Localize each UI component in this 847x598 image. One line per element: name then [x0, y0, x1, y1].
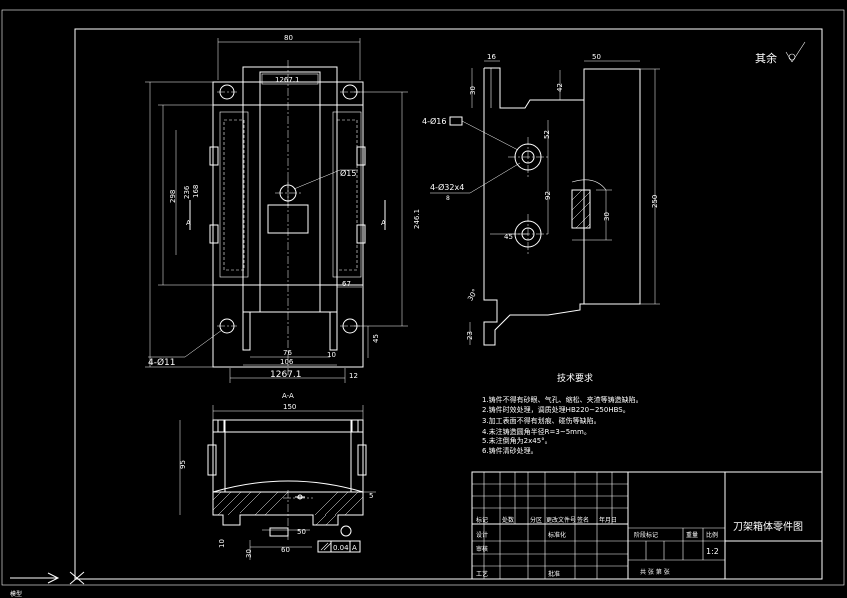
svg-text:92: 92 [544, 191, 552, 200]
svg-text:4-Ø11: 4-Ø11 [148, 357, 176, 368]
section-view: A-A 150 9 [179, 392, 376, 560]
svg-text:60: 60 [281, 546, 290, 554]
svg-text:10: 10 [327, 351, 336, 359]
svg-text:16: 16 [487, 53, 496, 61]
svg-text:12: 12 [349, 372, 358, 380]
svg-text:250: 250 [651, 195, 659, 208]
datum-symbol-icon [295, 494, 305, 500]
sheet-outer-border [1, 9, 845, 586]
svg-text:95: 95 [179, 460, 187, 469]
svg-text:236: 236 [183, 185, 191, 199]
svg-text:30: 30 [469, 86, 477, 95]
svg-text:298: 298 [169, 190, 177, 203]
svg-text:246.1: 246.1 [413, 209, 421, 229]
svg-text:1267.1: 1267.1 [270, 370, 302, 380]
svg-text:10: 10 [218, 539, 226, 548]
svg-text:A: A [186, 219, 191, 227]
svg-text:106: 106 [280, 358, 294, 366]
svg-text:168: 168 [192, 185, 200, 198]
svg-text:4-Ø16: 4-Ø16 [422, 116, 446, 126]
svg-text:处数: 处数 [502, 516, 514, 524]
svg-text:50: 50 [592, 53, 601, 61]
svg-text:30: 30 [603, 212, 611, 221]
svg-text:8: 8 [446, 195, 450, 202]
svg-text:4.未注铸造圆角半径R=3~5mm。: 4.未注铸造圆角半径R=3~5mm。 [482, 427, 591, 436]
svg-text:工艺: 工艺 [476, 570, 488, 578]
svg-text:设计: 设计 [476, 531, 488, 539]
svg-text:1:2: 1:2 [706, 547, 719, 556]
ucs-icon [10, 571, 85, 585]
svg-text:2.铸件时效处理，调质处理HB220~250HBS。: 2.铸件时效处理，调质处理HB220~250HBS。 [482, 405, 630, 414]
svg-text:3.加工表面不得有划痕、碰伤等缺陷。: 3.加工表面不得有划痕、碰伤等缺陷。 [482, 416, 601, 425]
front-view: 1267.1 80 298 236 168 A A 246.1 Ø15 67 [145, 34, 421, 383]
svg-text:30°: 30° [466, 288, 479, 303]
svg-text:年月日: 年月日 [599, 516, 617, 524]
svg-text:签名: 签名 [577, 516, 589, 524]
svg-text:Ø15: Ø15 [340, 168, 356, 178]
svg-text:50: 50 [297, 528, 306, 536]
svg-text:67: 67 [342, 280, 351, 288]
svg-text:重量: 重量 [686, 531, 698, 539]
svg-text:150: 150 [283, 403, 296, 411]
title-block: 标记 处数 分区 更改文件号 签名 年月日 设计 标准化 审核 工艺 批准 阶段… [471, 471, 823, 580]
svg-text:30: 30 [245, 549, 253, 558]
svg-text:1.铸件不得有砂眼、气孔、缩松、夹渣等铸造缺陷。: 1.铸件不得有砂眼、气孔、缩松、夹渣等铸造缺陷。 [482, 395, 643, 404]
svg-text:A: A [381, 219, 386, 227]
svg-text:1267.1: 1267.1 [275, 76, 300, 84]
svg-text:A: A [352, 544, 357, 552]
svg-text:批准: 批准 [548, 570, 560, 578]
roughness-symbol-icon [785, 41, 806, 63]
svg-text:6.铸件清砂处理。: 6.铸件清砂处理。 [482, 446, 538, 455]
svg-text:共 张 第 张: 共 张 第 张 [640, 568, 670, 576]
svg-text:52: 52 [543, 130, 551, 139]
svg-text:76: 76 [283, 349, 292, 357]
svg-text:标准化: 标准化 [548, 531, 566, 539]
roughness-note: 其余 [755, 51, 777, 65]
svg-text:更改文件号: 更改文件号 [546, 516, 576, 524]
svg-text:标记: 标记 [476, 516, 488, 524]
svg-text:4-Ø32x4: 4-Ø32x4 [430, 182, 464, 192]
svg-text:分区: 分区 [530, 516, 542, 524]
tech-requirements: 技术要求 1.铸件不得有砂眼、气孔、缩松、夹渣等铸造缺陷。 2.铸件时效处理，调… [482, 372, 643, 455]
svg-text:技术要求: 技术要求 [557, 372, 593, 384]
svg-text:5: 5 [369, 492, 373, 500]
svg-text:45: 45 [372, 334, 380, 343]
svg-text:阶段标记: 阶段标记 [634, 531, 658, 539]
sheet-inner-border [74, 28, 823, 580]
svg-text:0.04: 0.04 [333, 544, 349, 552]
svg-text:45: 45 [504, 233, 513, 241]
svg-text:5.未注倒角为2x45°。: 5.未注倒角为2x45°。 [482, 436, 552, 445]
svg-text:比例: 比例 [706, 531, 718, 539]
svg-text:80: 80 [284, 34, 293, 42]
drawing-title: 刀架箱体零件图 [733, 520, 803, 533]
svg-text:A-A: A-A [282, 392, 294, 400]
model-tab-label[interactable]: 模型 [10, 590, 22, 598]
svg-text:42: 42 [556, 83, 564, 92]
svg-text:23: 23 [466, 331, 474, 340]
svg-text:审核: 审核 [476, 545, 488, 553]
side-view: 30 16 50 30 42 250 4-Ø16 4-Ø32x4 8 52 92… [422, 53, 660, 346]
